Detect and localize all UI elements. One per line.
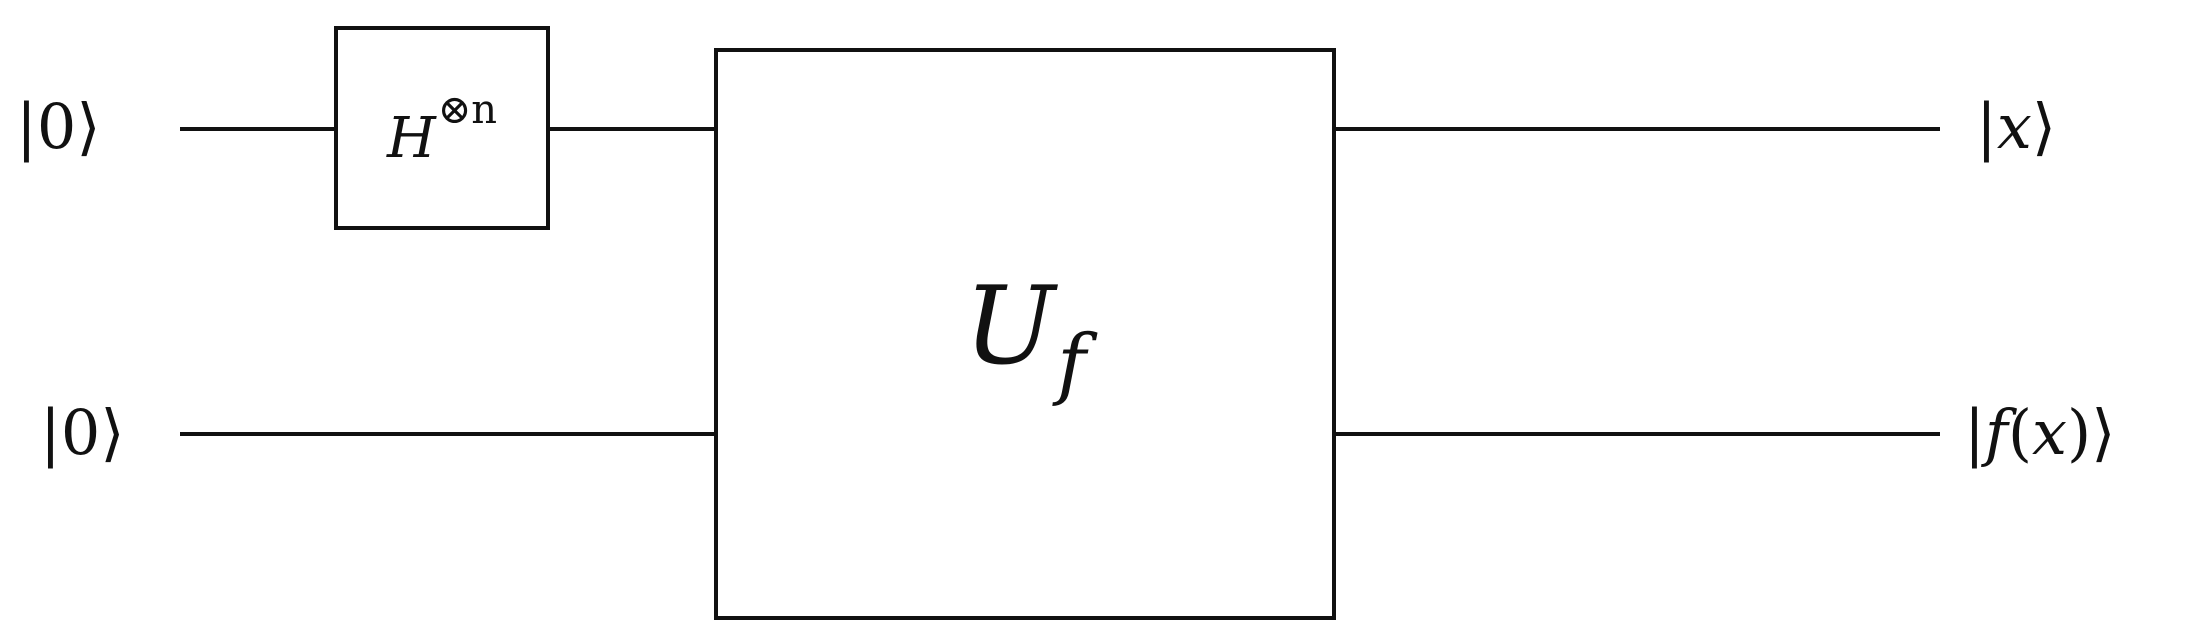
ket-function: f	[1984, 396, 2008, 469]
hadamard-base: H	[386, 105, 436, 171]
input-bottom-ket: |0⟩	[40, 402, 125, 464]
hadamard-gate-label: H⊗n	[338, 30, 546, 226]
ket-paren-close: )	[2067, 396, 2092, 469]
ket-bar: |	[1976, 90, 1997, 163]
ket-close: ⟩	[100, 396, 125, 469]
oracle-subscript: f	[1057, 319, 1086, 409]
wire-top-hadamard-to-oracle	[550, 127, 716, 131]
output-top-ket: |x⟩	[1976, 96, 2056, 158]
hadamard-superscript: ⊗n	[437, 87, 498, 133]
ket-value: x	[1996, 90, 2032, 163]
wire-bottom-oracle-to-output	[1336, 432, 1940, 436]
ket-value: 0	[60, 396, 101, 469]
hadamard-gate: H⊗n	[334, 26, 550, 230]
ket-paren-open: (	[2007, 396, 2033, 469]
wire-bottom-input-to-oracle	[180, 432, 716, 436]
wire-top-input-to-hadamard	[180, 127, 334, 131]
ket-bar: |	[16, 90, 37, 163]
ket-close: ⟩	[76, 90, 101, 163]
ket-bar: |	[40, 396, 61, 469]
ket-value: 0	[36, 90, 77, 163]
ket-bar: |	[1964, 396, 1985, 469]
oracle-base: U	[964, 263, 1056, 389]
output-bottom-ket: |f(x)⟩	[1964, 402, 2115, 464]
input-top-ket: |0⟩	[16, 96, 101, 158]
ket-close: ⟩	[2091, 396, 2116, 469]
ket-argument: x	[2032, 396, 2068, 469]
ket-close: ⟩	[2031, 90, 2057, 163]
wire-top-oracle-to-output	[1336, 127, 1940, 131]
